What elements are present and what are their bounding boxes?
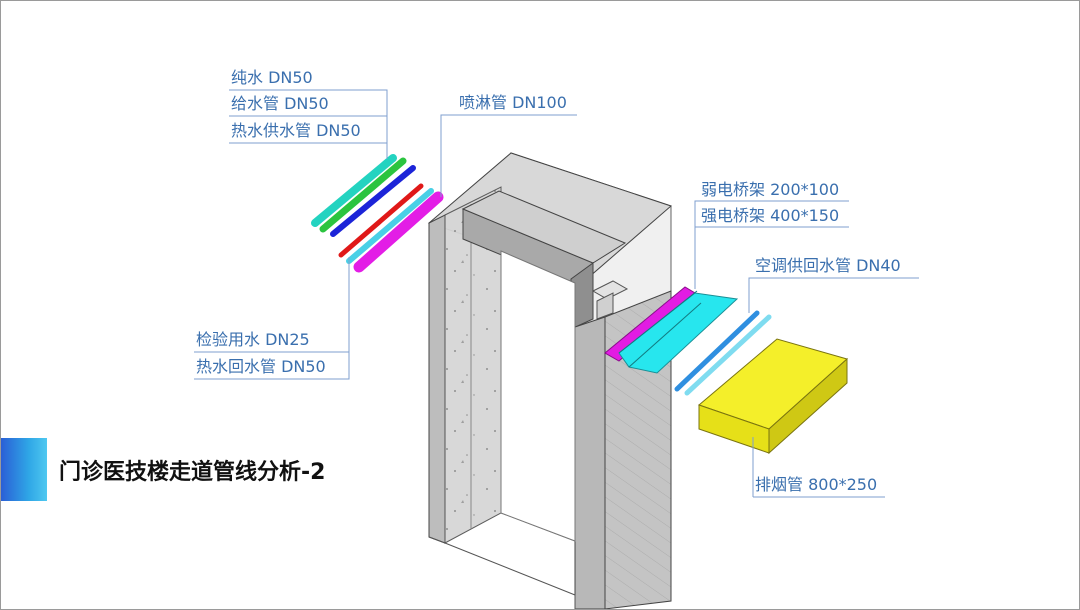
corridor-structure (428, 152, 672, 609)
pipe-lab-water (338, 183, 424, 258)
slide-title: 门诊医技楼走道管线分析-2 (59, 460, 326, 485)
leader-lines (194, 89, 919, 498)
right-pipe-group (604, 286, 849, 455)
label-hot-water-return: 热水回水管 DN50 (196, 357, 326, 376)
label-sprinkler: 喷淋管 DN100 (459, 93, 567, 112)
pipe-pure-water (311, 154, 397, 227)
smoke-duct-side (768, 357, 848, 455)
ac-return-pipe (684, 314, 772, 396)
pipe-sprinkler (353, 191, 444, 273)
label-weak-current-tray: 弱电桥架 200*100 (701, 180, 840, 199)
pipe-hot-water-supply (330, 165, 416, 237)
label-hot-water-supply: 热水供水管 DN50 (231, 121, 361, 140)
pipe-water-supply (319, 157, 407, 233)
label-smoke-exhaust: 排烟管 800*250 (755, 475, 878, 494)
label-lab-water: 检验用水 DN25 (196, 330, 310, 349)
label-water-supply: 给水管 DN50 (231, 94, 329, 113)
pipe-hot-water-return (346, 188, 434, 264)
label-ac-water: 空调供回水管 DN40 (755, 256, 901, 275)
label-strong-current-tray: 强电桥架 400*150 (701, 206, 840, 225)
title-accent-bar (1, 438, 47, 501)
left-pipe-group (311, 154, 444, 273)
ac-supply-pipe (674, 310, 760, 392)
label-pure-water: 纯水 DN50 (231, 68, 313, 87)
